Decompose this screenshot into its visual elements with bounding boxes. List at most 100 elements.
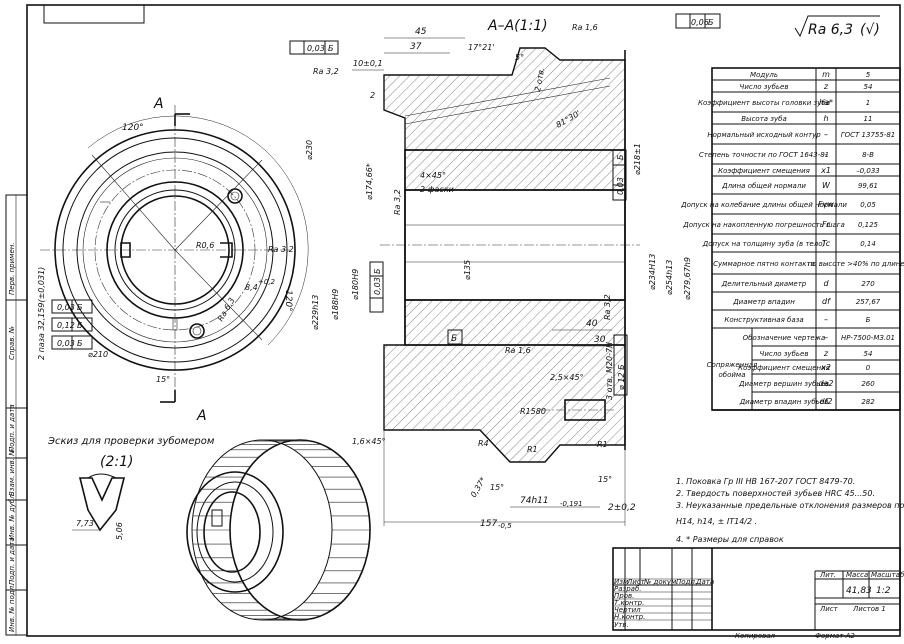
dim-2-faski: 2 фаски <box>420 185 454 194</box>
param-name: Коэффициент высоты головки зуба <box>698 99 830 107</box>
dim-84-tol: +0,2 <box>258 278 276 286</box>
stamp-podp1: Подп. и дата <box>8 404 16 452</box>
mating-value: 260 <box>861 380 875 388</box>
mating-name: Диаметр впадин зубьев <box>739 398 829 406</box>
param-value: 0,14 <box>860 240 876 248</box>
param-name: Допуск на колебание длины общей нормали <box>680 201 847 209</box>
mating-label: Сопряженная <box>707 361 758 369</box>
tol-d12-b: ⌀ 12 Б <box>617 364 626 390</box>
param-symbol: W <box>822 181 831 190</box>
param-symbol: Fr <box>822 220 831 229</box>
param-name: Делительный диаметр <box>721 280 807 288</box>
dim-d254h13: ⌀254h13 <box>665 260 674 295</box>
dim-ra16-top: Ra 1,6 <box>572 23 598 32</box>
dim-74h11-tol: -0,191 <box>560 500 583 508</box>
mating-symbol: z <box>823 349 829 358</box>
param-name: Высота зуба <box>741 115 787 123</box>
dim-d180h9: ⌀180H9 <box>351 269 360 300</box>
note-3: 3. Неуказанные предельные отклонения раз… <box>676 501 904 510</box>
param-name: Число зубьев <box>740 83 789 91</box>
section-title: A–A(1:1) <box>487 18 548 34</box>
tb-podp: Подп. <box>676 578 697 586</box>
svg-text:0,03: 0,03 <box>57 339 75 348</box>
param-value: ГОСТ 13755-81 <box>841 131 896 139</box>
dim-5deg: 5° <box>515 53 524 62</box>
mating-name: Обозначение чертежа <box>743 334 826 342</box>
dim-d188h9: ⌀188H9 <box>331 289 340 320</box>
tb-masshtab: Масштаб <box>871 571 904 579</box>
param-symbol: Tc <box>822 239 831 248</box>
tol-b-c: Б <box>616 154 625 160</box>
param-value: Б <box>866 316 871 324</box>
dim-d27967: ⌀279,67h9 <box>683 257 692 300</box>
dim-ra32-sec: Ra 3,2 <box>313 67 339 76</box>
tol-003-c: 0,03 <box>616 177 625 195</box>
tb-data: Дата <box>695 578 714 586</box>
param-value: –0,033 <box>856 167 880 175</box>
dim-d229h13: ⌀229h13 <box>311 295 320 330</box>
param-symbol: Fvw <box>818 200 834 209</box>
mating-value: 282 <box>861 398 875 406</box>
roughness-general: Ra 6,3 <box>808 22 853 38</box>
param-name: Конструктивная база <box>724 316 803 324</box>
tb-dokum: № докум. <box>643 578 679 586</box>
note-1: 1. Поковка Гр III НВ 167-207 ГОСТ 8479-7… <box>676 477 855 486</box>
stamp-perv: Перв. примен. <box>8 242 16 295</box>
dim-74h11: 74h11 <box>520 496 549 506</box>
dim-ra32-left: Ra 3,2 <box>268 245 294 254</box>
tb-izm: Изм <box>614 578 629 586</box>
note-4: 4. * Размеры для справок <box>676 535 784 544</box>
tol-003-a: 0,03 <box>307 44 325 53</box>
param-symbol: m <box>822 70 830 79</box>
dim-2-otv: 2 отв. <box>533 67 546 93</box>
param-symbol: – <box>824 150 828 159</box>
note-3b: H14, h14, ± IT14/2 . <box>676 517 757 526</box>
mating-value: НР-7500-МЗ.01 <box>841 334 895 342</box>
dim-15-a: 15° <box>490 483 504 492</box>
tb-kopiroval: Копировал <box>735 632 776 640</box>
stamp-vzam: Взам. инв. № <box>8 448 16 496</box>
side-stamp-strip: Перв. примен. Справ. № Подп. и дата Взам… <box>5 194 28 636</box>
front-view: 120° R0,6 Ra 3,2 8,4 +0,2 120° Ra 6,3 ⌀2… <box>37 96 309 424</box>
dim-037: 0,37* <box>469 476 488 499</box>
dim-d135: ⌀135 <box>463 260 472 280</box>
param-name: Степень точности по ГОСТ 1643-81 <box>699 151 829 159</box>
tb-list: Лист <box>626 578 646 586</box>
param-symbol: – <box>824 130 828 139</box>
param-value: 257,67 <box>856 298 881 306</box>
param-symbol: – <box>824 315 828 324</box>
dim-d234h13: ⌀234H13 <box>648 254 657 290</box>
tol-b-a: Б <box>328 44 334 53</box>
gear-teeth <box>192 439 370 621</box>
tb-tkontr: Т.контр. <box>614 599 644 607</box>
stamp-corner-box <box>43 4 145 24</box>
tb-chertil: Чертил <box>614 606 641 614</box>
stamp-podl: Инв. № подл. <box>8 584 16 632</box>
param-value: 0,05 <box>860 201 876 209</box>
param-symbol: z <box>823 82 829 91</box>
svg-text:Б: Б <box>77 303 83 312</box>
tol-b-top: Б <box>708 18 714 27</box>
param-value: 1 <box>866 99 870 107</box>
stamp-podp2: Подп. и дата <box>8 537 16 585</box>
dim-30: 30 <box>594 335 606 345</box>
tooth-sketch: Эскиз для проверки зубомером (2:1) 7,73 … <box>47 435 215 540</box>
dim-37: 37 <box>410 42 422 52</box>
svg-text:Б: Б <box>77 339 83 348</box>
param-name: Диаметр впадин <box>732 298 795 306</box>
tb-prov: Пров. <box>614 592 634 600</box>
dim-157-tol: -0,5 <box>498 522 512 530</box>
roughness-symbol: (√) <box>860 22 880 38</box>
dim-ra32-bore: Ra 3,2 <box>393 189 402 215</box>
sketch-dim-773: 7,73 <box>76 519 94 528</box>
dim-25x45: 2,5×45° <box>550 373 584 382</box>
mating-value: 0 <box>866 364 871 372</box>
param-symbol: d <box>823 279 829 288</box>
gear-isometric <box>186 439 371 621</box>
dim-2: 2 <box>370 91 375 100</box>
dim-r1-a: R1 <box>527 445 538 454</box>
dim-ra32-right: Ra 3,2 <box>603 294 612 320</box>
dim-d230: ⌀230 <box>305 140 314 160</box>
title-block: Изм Лист № докум. Подп. Дата Разраб. Про… <box>612 547 904 640</box>
